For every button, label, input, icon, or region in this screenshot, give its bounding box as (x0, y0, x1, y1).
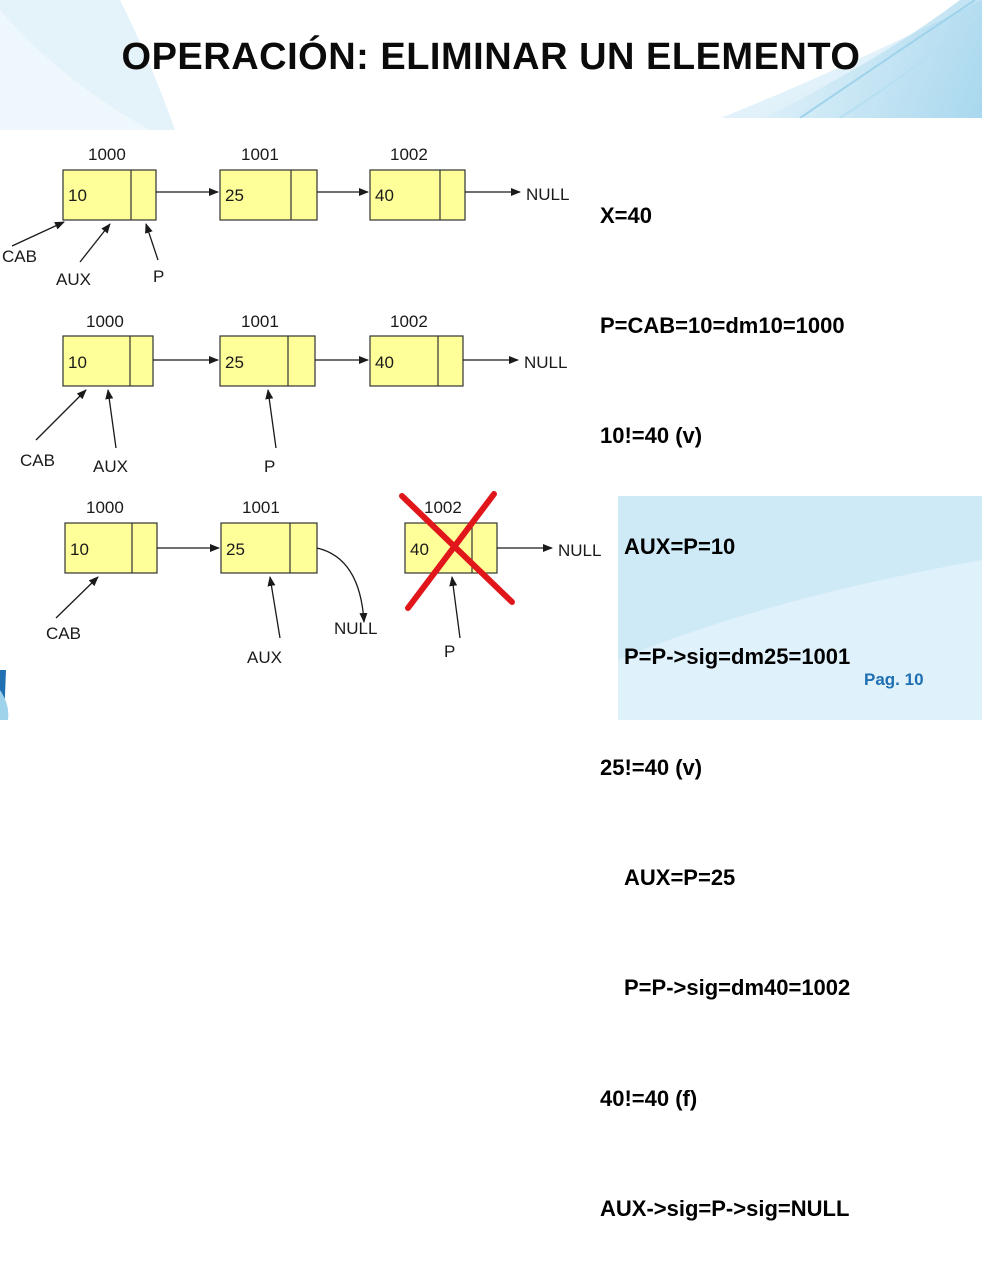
address-label: 1000 (86, 312, 124, 331)
algorithm-steps: X=40 P=CAB=10=dm10=1000 10!=40 (v) AUX=P… (600, 124, 850, 1265)
step-line: P=CAB=10=dm10=1000 (600, 312, 845, 338)
list-diagram-1: 1000 1001 1002 10 25 40 NULL CAB AUX P (2, 145, 569, 289)
steps-panel (596, 118, 982, 496)
list-node: 25 (219, 335, 316, 387)
linked-list-diagrams: 1000 1001 1002 10 25 40 NULL CAB AUX P (2, 145, 601, 667)
pointer-label: CAB (20, 451, 55, 470)
null-label: NULL (334, 619, 377, 638)
node-value: 40 (375, 186, 394, 205)
step-line: AUX=P=10 (624, 533, 736, 559)
pointer-arrow-p (145, 223, 159, 261)
step-line: P=P->sig=dm40=1002 (624, 975, 851, 1001)
node-value: 25 (226, 540, 245, 559)
step-line: AUX->sig=P->sig=NULL (600, 1196, 850, 1222)
address-label: 1001 (242, 498, 280, 517)
null-label: NULL (558, 541, 601, 560)
node-value: 10 (68, 186, 87, 205)
pointer-label: CAB (2, 247, 37, 266)
list-node: 10 (62, 335, 154, 387)
step-line: AUX=P=25 (624, 864, 736, 890)
pointer-arrow-cab (35, 389, 87, 441)
step-line: X=40 (600, 202, 652, 228)
step-line: P=P->sig=dm25=1001 (624, 644, 851, 670)
address-label: 1002 (390, 145, 428, 164)
pointer-arrow-aux (267, 576, 281, 639)
step-line: 10!=40 (v) (600, 423, 703, 449)
pointer-label: P (444, 642, 455, 661)
pointer-label: AUX (247, 648, 282, 667)
node-value: 40 (375, 353, 394, 372)
address-label: 1001 (241, 312, 279, 331)
pointer-label: P (264, 457, 275, 476)
pointer-arrow-cab (11, 221, 65, 247)
null-label: NULL (526, 185, 569, 204)
list-node: 25 (219, 169, 318, 221)
pointer-arrow-aux (105, 389, 117, 449)
node-value: 10 (68, 353, 87, 372)
node-value: 25 (225, 186, 244, 205)
address-label: 1002 (424, 498, 462, 517)
list-node: 10 (64, 522, 158, 574)
pointer-arrow-p (265, 389, 277, 449)
address-label: 1001 (241, 145, 279, 164)
node-value: 40 (410, 540, 429, 559)
pointer-label: CAB (46, 624, 81, 643)
node-value: 25 (225, 353, 244, 372)
next-arrow-to-null (316, 547, 368, 623)
list-node: 40 (369, 169, 466, 221)
pointer-arrow-p (449, 576, 461, 639)
step-line: 25!=40 (v) (600, 754, 703, 780)
pointer-label: AUX (93, 457, 128, 476)
null-label: NULL (524, 353, 567, 372)
pointer-arrow-aux (79, 223, 111, 263)
pointer-arrow-cab (55, 576, 99, 619)
list-diagram-3: 1000 1001 1002 10 25 40 NULL NULL CAB AU… (46, 491, 601, 667)
node-value: 10 (70, 540, 89, 559)
pointer-label: AUX (56, 270, 91, 289)
background-decoration (0, 0, 982, 720)
delete-cross-icon (399, 491, 515, 611)
list-node: 40 (369, 335, 464, 387)
step-line: 40!=40 (f) (600, 1085, 698, 1111)
address-label: 1002 (390, 312, 428, 331)
address-label: 1000 (88, 145, 126, 164)
pointer-label: P (153, 267, 164, 286)
list-diagram-2: 1000 1001 1002 10 25 40 NULL CAB AUX P (20, 312, 567, 476)
slide-title: OPERACIÓN: ELIMINAR UN ELEMENTO (121, 36, 861, 78)
address-label: 1000 (86, 498, 124, 517)
page-number: Pag. 10 (864, 670, 924, 689)
list-node: 10 (62, 169, 157, 221)
list-node: 25 (220, 522, 318, 574)
